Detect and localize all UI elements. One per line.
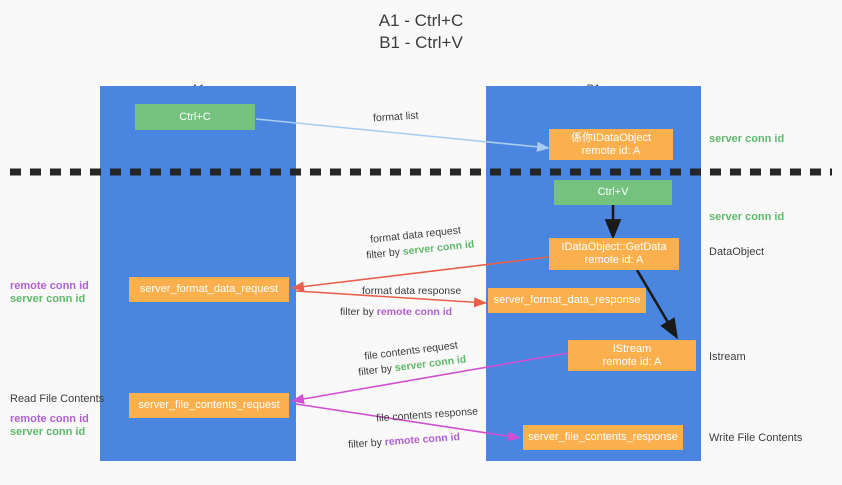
- note-server-conn-id-top: server conn id: [709, 133, 785, 145]
- note-dataobject: DataObject: [709, 246, 765, 258]
- note-server-conn-id-bottom: server conn id: [10, 426, 86, 438]
- note-remote-conn-id-mid: remote conn id: [10, 280, 89, 292]
- label-file-contents-response-filter: filter by remote conn id: [348, 430, 461, 452]
- note-write-file-contents: Write File Contents: [709, 432, 803, 444]
- label-format-list: format list: [372, 109, 419, 125]
- box-istream[interactable]: IStream remote id: A: [568, 340, 696, 371]
- label-format-data-response-filter: filter by remote conn id: [340, 305, 452, 319]
- box-server-file-contents-response[interactable]: server_file_contents_response: [523, 425, 683, 450]
- box-server-file-contents-request[interactable]: server_file_contents_request: [129, 393, 289, 418]
- label-format-data-response-filter-value: remote conn id: [376, 306, 453, 318]
- label-file-contents-response-filter-prefix: filter by: [347, 436, 386, 451]
- box-server-format-data-response[interactable]: server_format_data_response: [488, 288, 646, 313]
- page-title: A1 - Ctrl+C B1 - Ctrl+V: [378, 11, 464, 52]
- label-file-contents-response: file contents response: [375, 405, 479, 425]
- note-server-conn-id-mid: server conn id: [709, 211, 785, 223]
- label-format-data-request-filter-prefix: filter by: [365, 245, 404, 262]
- box-idataobject[interactable]: 係你IDataObject remote id: A: [549, 129, 673, 160]
- note-istream: Istream: [709, 351, 746, 363]
- label-file-contents-request-filter-prefix: filter by: [357, 362, 396, 379]
- box-ctrl-v[interactable]: Ctrl+V: [554, 180, 672, 205]
- label-format-data-response: format data response: [362, 285, 462, 297]
- note-server-conn-id-mid-left: server conn id: [10, 293, 86, 305]
- box-ctrl-c[interactable]: Ctrl+C: [135, 104, 255, 130]
- label-file-contents-response-filter-value: remote conn id: [384, 431, 461, 449]
- note-remote-conn-id-bottom: remote conn id: [10, 413, 89, 425]
- box-server-format-data-request[interactable]: server_format_data_request: [129, 277, 289, 302]
- note-read-file-contents: Read File Contents: [10, 393, 105, 405]
- label-format-data-response-filter-prefix: filter by: [340, 306, 377, 318]
- box-idataobject-getdata[interactable]: IDataObject::GetData remote id: A: [549, 238, 679, 270]
